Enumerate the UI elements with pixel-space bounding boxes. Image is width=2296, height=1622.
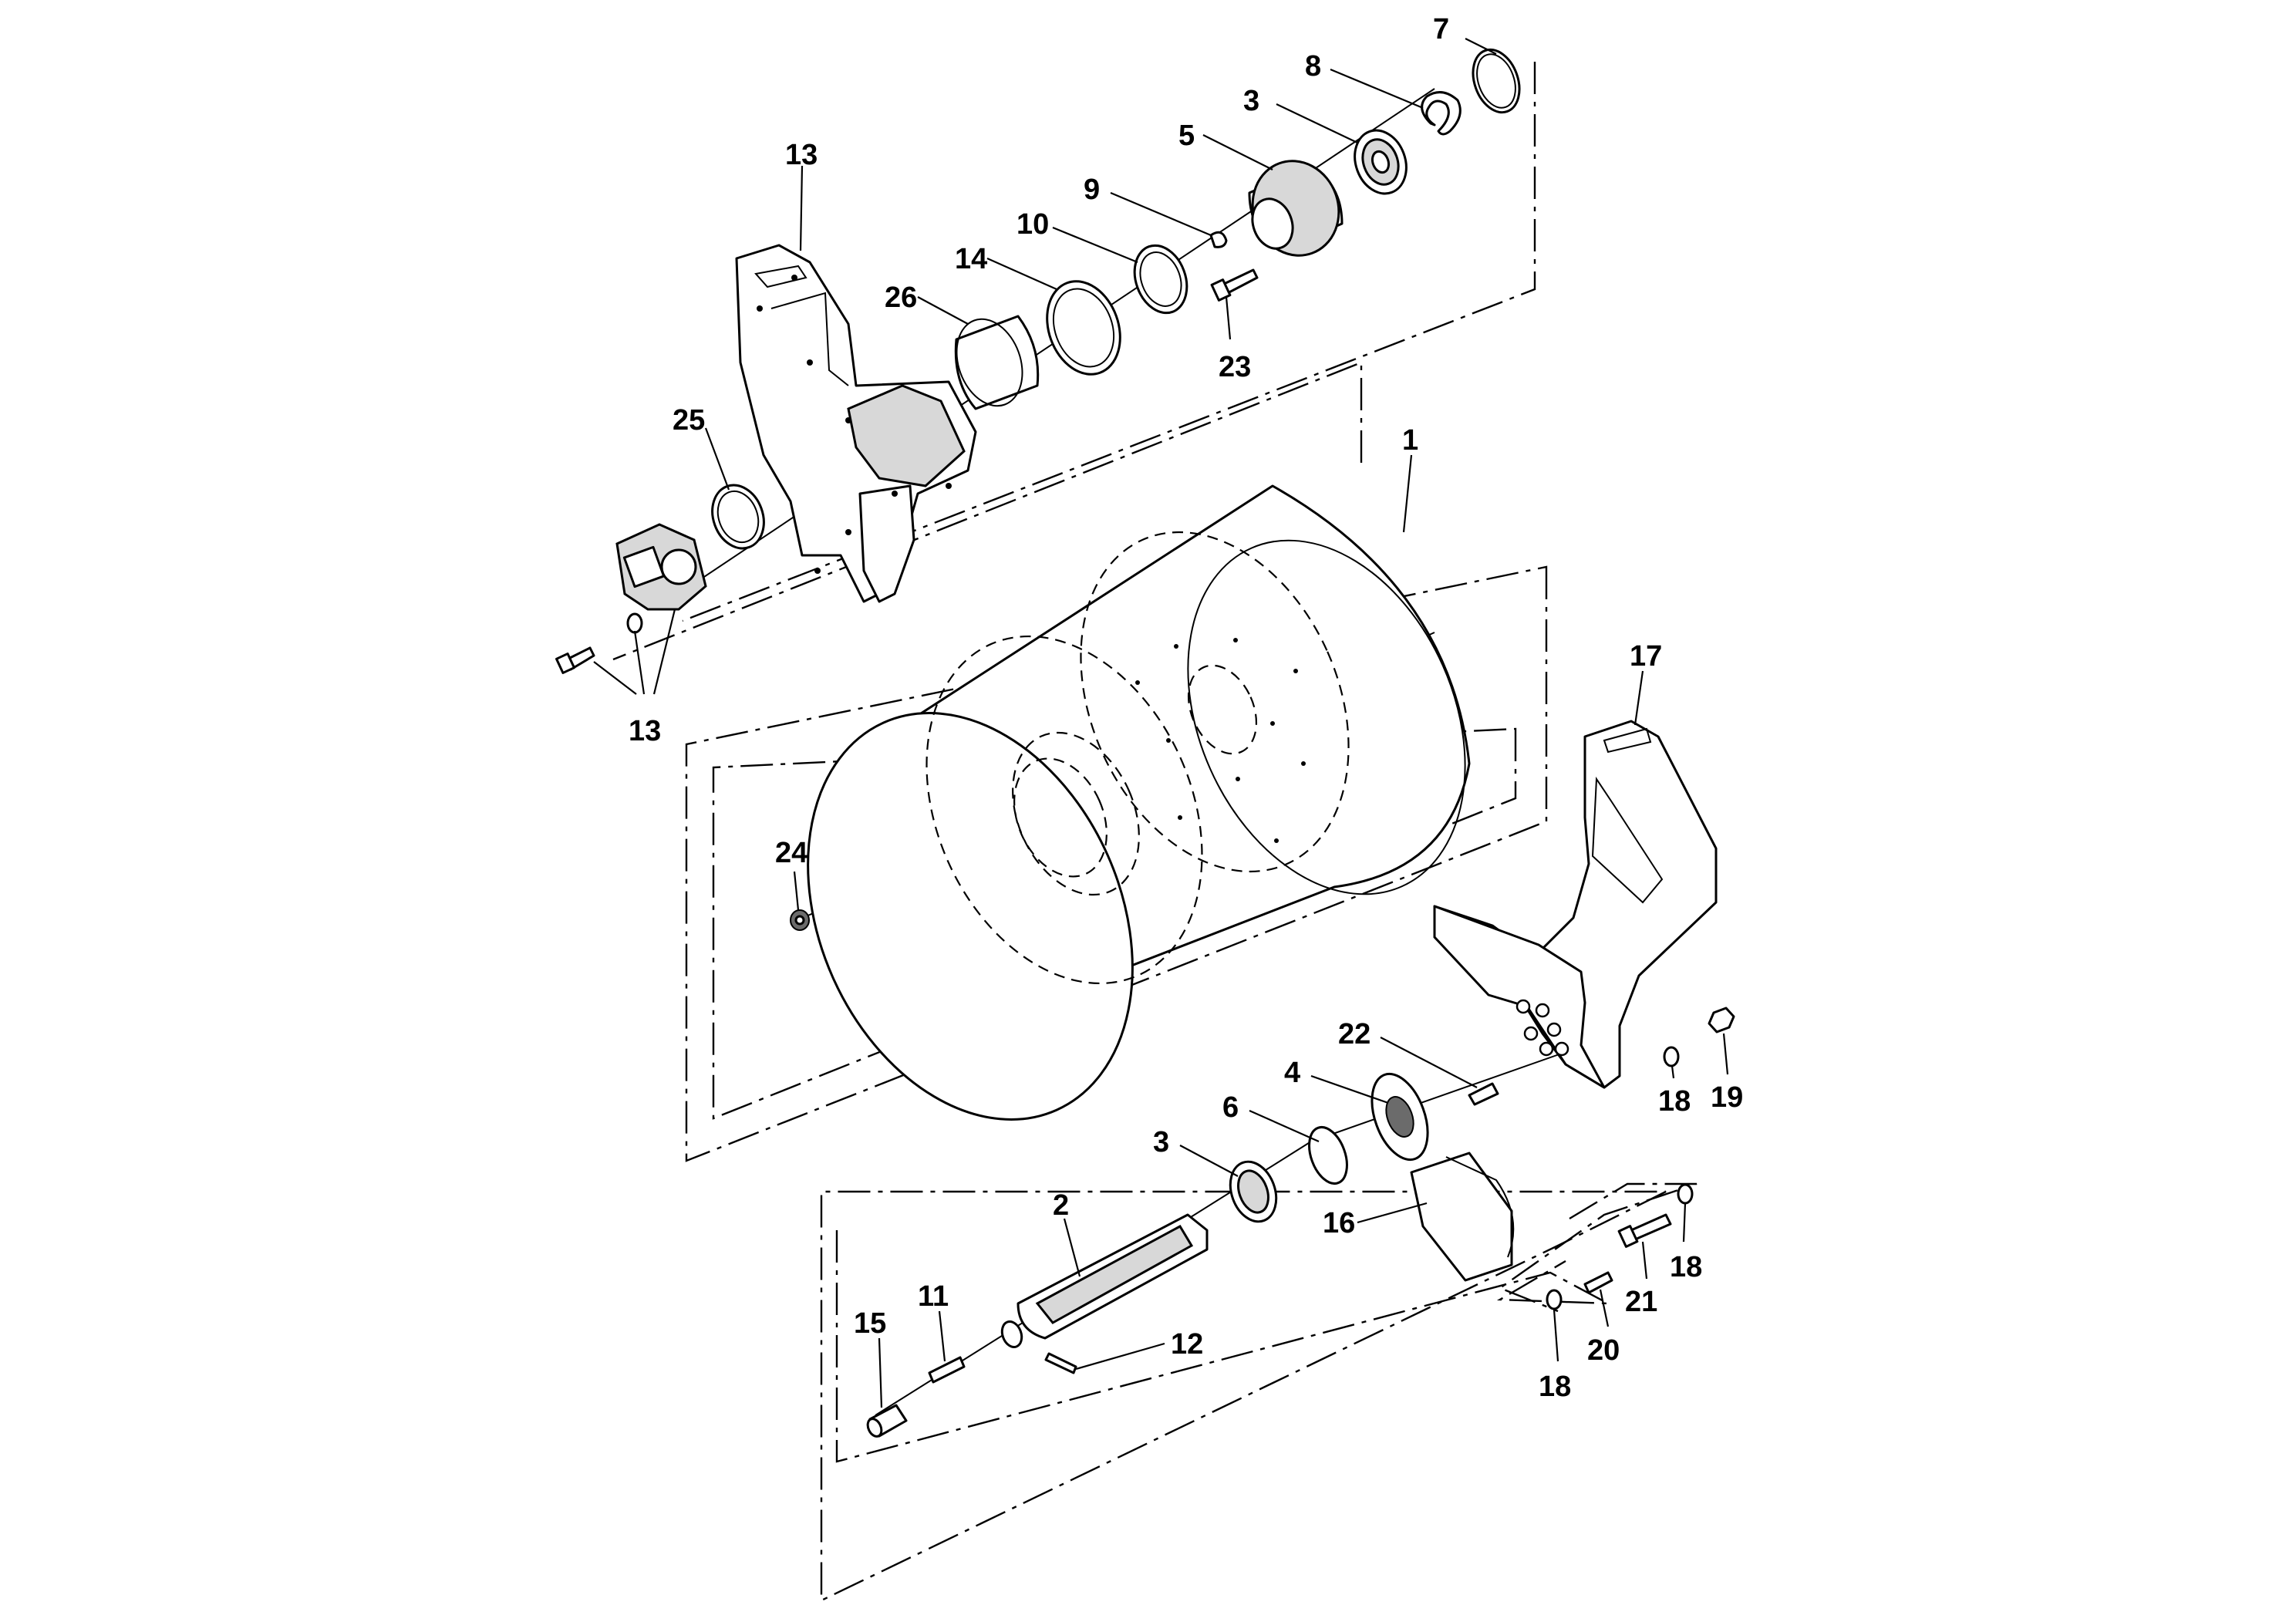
right-bracket-slot (1603, 727, 1652, 754)
leader-lines (593, 38, 1729, 1408)
motor-shaft-box (622, 545, 666, 588)
drum-hub-rear (1187, 664, 1258, 755)
mount-plate-16-flange (1445, 1156, 1515, 1258)
callout-20: 20 (1587, 1334, 1620, 1367)
callout-15: 15 (854, 1307, 886, 1340)
callout-23: 23 (1219, 351, 1251, 383)
bearing-housing-5-bore (1251, 197, 1294, 250)
pin-11 (928, 1356, 966, 1384)
callout-labels: 7 8 3 5 9 10 14 26 23 13 25 13 1 17 24 2… (629, 13, 1743, 1403)
left-bracket-assembly (735, 244, 977, 603)
washer-18-lower-right (1677, 1183, 1694, 1205)
callout-3-lower: 3 (1153, 1126, 1169, 1158)
motor-hardware (555, 612, 643, 674)
drum-disc-front (925, 635, 1203, 985)
seal-ring-14-inner (1052, 288, 1115, 368)
o-ring-6 (1308, 1126, 1348, 1185)
callout-2: 2 (1053, 1189, 1069, 1222)
callout-18-lower-right: 18 (1670, 1251, 1702, 1283)
bolt-21 (1630, 1213, 1672, 1241)
seal-ring-14 (1046, 280, 1121, 376)
callout-4: 4 (1284, 1057, 1300, 1089)
right-bracket-cutout (1591, 776, 1664, 904)
sleeve-26-end (956, 318, 1023, 407)
callout-18-right: 18 (1658, 1085, 1691, 1118)
circlip-9 (1209, 231, 1228, 248)
ring-7-inner (1476, 53, 1516, 109)
drum-hub-inner (1012, 731, 1140, 896)
drum-back-rim (1187, 539, 1466, 895)
callout-17: 17 (1630, 640, 1662, 673)
nut-24-hole (794, 915, 805, 926)
callout-24: 24 (775, 837, 807, 869)
callout-3-upper: 3 (1243, 85, 1259, 117)
right-bracket-bolt-pattern (1515, 999, 1569, 1057)
callout-25: 25 (673, 404, 705, 437)
bearing-3-lower-race (1237, 1169, 1269, 1214)
lower-right-box (1498, 1182, 1698, 1313)
callout-13-top: 13 (785, 139, 818, 171)
callout-19: 19 (1711, 1081, 1743, 1114)
callout-9: 9 (1084, 174, 1100, 206)
callout-10: 10 (1017, 208, 1049, 241)
bolt-20 (1583, 1271, 1613, 1294)
callout-22: 22 (1338, 1018, 1371, 1050)
left-bracket-lower-leg (858, 484, 915, 603)
o-ring-25 (711, 484, 765, 550)
callout-8: 8 (1305, 50, 1321, 83)
washer-18-right (1663, 1046, 1680, 1067)
motor-hub (660, 548, 697, 585)
bearing-3-upper-bore (1371, 150, 1391, 174)
callout-1: 1 (1402, 424, 1418, 457)
callout-16: 16 (1323, 1207, 1355, 1239)
vibrator-shaft-2-end (1000, 1320, 1023, 1348)
motor-washer (626, 612, 643, 634)
ring-10 (1133, 244, 1188, 315)
callout-18-lower-left: 18 (1539, 1371, 1571, 1403)
motor-bolt-head (555, 653, 575, 674)
nut-19 (1708, 1007, 1735, 1034)
coupling-sleeve-15-end (866, 1418, 883, 1438)
callout-11: 11 (918, 1280, 949, 1313)
o-ring-25-inner (716, 490, 760, 544)
flange-4-bore (1385, 1096, 1414, 1138)
upper-parts (954, 48, 1521, 410)
bolt-21-head (1617, 1225, 1639, 1248)
callout-26: 26 (885, 282, 917, 314)
screw-23-head (1210, 278, 1232, 302)
top-right-assembly-outline (682, 62, 1536, 622)
left-bracket-hub (847, 384, 966, 487)
drum-shell (807, 484, 1471, 1121)
callout-7: 7 (1433, 13, 1449, 46)
right-hardware (1663, 1007, 1735, 1067)
sleeve-26 (954, 315, 1040, 410)
drum-bolt-holes (1135, 638, 1306, 843)
right-bracket-assembly (1433, 720, 1718, 1089)
screw-22 (1468, 1082, 1499, 1106)
callout-5: 5 (1178, 120, 1195, 152)
key-12 (1044, 1352, 1077, 1374)
snap-ring-8 (1421, 91, 1462, 136)
ring-10-inner (1139, 251, 1182, 307)
left-bracket-bolts (757, 275, 952, 574)
lower-assembly-outline (820, 1190, 1667, 1602)
callout-6: 6 (1222, 1091, 1239, 1124)
drive-motor (615, 523, 707, 611)
callout-21: 21 (1625, 1286, 1657, 1318)
left-bracket-slot (754, 265, 807, 288)
mount-plate-16 (1410, 1152, 1513, 1282)
washer-18-lower-left (1546, 1289, 1563, 1310)
callout-13-bottom: 13 (629, 715, 661, 747)
drum-front-rim (807, 712, 1134, 1121)
callout-12: 12 (1171, 1328, 1203, 1361)
drum-hub-front (1013, 757, 1108, 878)
vibrator-shaft-2-weight (1035, 1224, 1194, 1324)
callout-14: 14 (955, 243, 987, 275)
left-bracket-arm (770, 292, 849, 386)
lower-parts (866, 1072, 1694, 1438)
